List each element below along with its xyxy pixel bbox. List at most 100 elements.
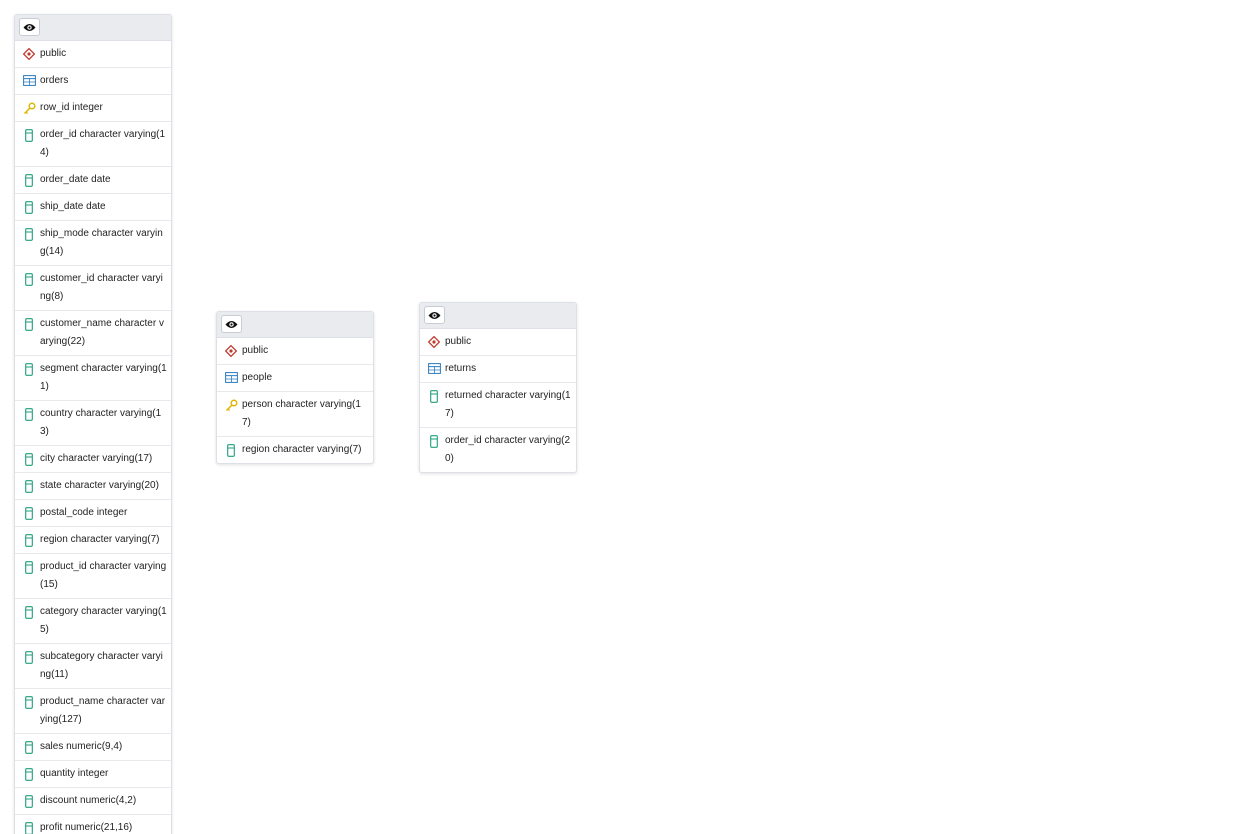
schema-row[interactable]: public (420, 329, 576, 356)
column-icon (22, 693, 36, 711)
column-row[interactable]: profit numeric(21,16) (15, 815, 171, 834)
column-icon (22, 504, 36, 522)
column-row-label: region character varying(7) (242, 444, 362, 455)
schema-icon (427, 333, 441, 351)
column-row-label: product_name character varying(127) (40, 696, 166, 725)
column-row-label: segment character varying(11) (40, 363, 167, 392)
column-row-label: product_id character varying(15) (40, 561, 167, 590)
schema-row-label: public (40, 48, 67, 59)
table-name-row[interactable]: returns (420, 356, 576, 383)
table-rows: public returns returned character varying(… (420, 329, 576, 472)
column-row-label: order_id character varying(14) (40, 129, 166, 158)
column-icon (22, 792, 36, 810)
column-icon (22, 198, 36, 216)
schema-row[interactable]: public (217, 338, 373, 365)
column-row[interactable]: product_id character varying(15) (15, 554, 171, 599)
column-row-label: customer_id character varying(8) (40, 273, 163, 302)
eye-icon[interactable] (221, 315, 242, 333)
table-icon (22, 72, 36, 90)
column-row[interactable]: ship_mode character varying(14) (15, 221, 171, 266)
column-icon (22, 171, 36, 189)
column-row[interactable]: category character varying(15) (15, 599, 171, 644)
table-icon (427, 360, 441, 378)
column-row-label: city character varying(17) (40, 453, 153, 464)
column-icon (22, 450, 36, 468)
column-row-label: row_id integer (40, 102, 103, 113)
schema-icon (22, 45, 36, 63)
table-header[interactable] (217, 312, 373, 338)
column-row[interactable]: quantity integer (15, 761, 171, 788)
column-row[interactable]: region character varying(7) (15, 527, 171, 554)
column-row[interactable]: country character varying(13) (15, 401, 171, 446)
column-icon (22, 126, 36, 144)
column-row[interactable]: sales numeric(9,4) (15, 734, 171, 761)
column-icon (22, 315, 36, 333)
schema-icon (224, 342, 238, 360)
column-icon (22, 648, 36, 666)
column-row[interactable]: ship_date date (15, 194, 171, 221)
column-icon (22, 819, 36, 834)
column-row[interactable]: postal_code integer (15, 500, 171, 527)
column-row-label: state character varying(20) (40, 480, 159, 491)
column-icon (22, 477, 36, 495)
column-row[interactable]: subcategory character varying(11) (15, 644, 171, 689)
column-icon (22, 225, 36, 243)
column-icon (427, 387, 441, 405)
table-name-row[interactable]: people (217, 365, 373, 392)
column-icon (22, 405, 36, 423)
schema-row-label: public (445, 336, 472, 347)
column-row[interactable]: row_id integer (15, 95, 171, 122)
table-header[interactable] (15, 15, 171, 41)
column-row[interactable]: product_name character varying(127) (15, 689, 171, 734)
column-row-label: country character varying(13) (40, 408, 162, 437)
column-row-label: ship_date date (40, 201, 106, 212)
column-icon (22, 531, 36, 549)
schema-row-label: public (242, 345, 269, 356)
column-row[interactable]: order_id character varying(14) (15, 122, 171, 167)
column-icon (22, 270, 36, 288)
table-header[interactable] (420, 303, 576, 329)
column-row-label: category character varying(15) (40, 606, 167, 635)
table-card-orders[interactable]: public orders row_id integer order_id chara… (14, 14, 172, 834)
column-row[interactable]: discount numeric(4,2) (15, 788, 171, 815)
column-icon (22, 603, 36, 621)
column-row-label: sales numeric(9,4) (40, 741, 123, 752)
column-row-label: returned character varying(17) (445, 390, 571, 419)
column-row[interactable]: order_date date (15, 167, 171, 194)
primary-key-icon (22, 99, 36, 117)
column-icon (22, 738, 36, 756)
column-row[interactable]: customer_id character varying(8) (15, 266, 171, 311)
table-name-row-label: orders (40, 75, 69, 86)
column-row[interactable]: returned character varying(17) (420, 383, 576, 428)
column-row-label: quantity integer (40, 768, 109, 779)
column-row[interactable]: region character varying(7) (217, 437, 373, 463)
schema-row[interactable]: public (15, 41, 171, 68)
column-icon (224, 441, 238, 459)
column-row-label: person character varying(17) (242, 399, 361, 428)
column-row-label: customer_name character varying(22) (40, 318, 164, 347)
table-icon (224, 369, 238, 387)
column-row[interactable]: order_id character varying(20) (420, 428, 576, 472)
eye-icon[interactable] (424, 306, 445, 324)
table-name-row-label: people (242, 372, 273, 383)
column-row[interactable]: person character varying(17) (217, 392, 373, 437)
column-icon (22, 558, 36, 576)
column-icon (22, 765, 36, 783)
column-row-label: order_id character varying(20) (445, 435, 571, 464)
table-name-row[interactable]: orders (15, 68, 171, 95)
column-icon (427, 432, 441, 450)
column-row[interactable]: city character varying(17) (15, 446, 171, 473)
column-row[interactable]: customer_name character varying(22) (15, 311, 171, 356)
table-card-people[interactable]: public people person character varying(17)… (216, 311, 374, 464)
eye-icon[interactable] (19, 18, 40, 36)
column-row[interactable]: segment character varying(11) (15, 356, 171, 401)
table-rows: public orders row_id integer order_id chara… (15, 41, 171, 834)
column-row[interactable]: state character varying(20) (15, 473, 171, 500)
column-row-label: subcategory character varying(11) (40, 651, 163, 680)
table-name-row-label: returns (445, 363, 477, 374)
column-row-label: order_date date (40, 174, 111, 185)
column-row-label: region character varying(7) (40, 534, 160, 545)
table-rows: public people person character varying(17)… (217, 338, 373, 463)
table-card-returns[interactable]: public returns returned character varying(… (419, 302, 577, 473)
